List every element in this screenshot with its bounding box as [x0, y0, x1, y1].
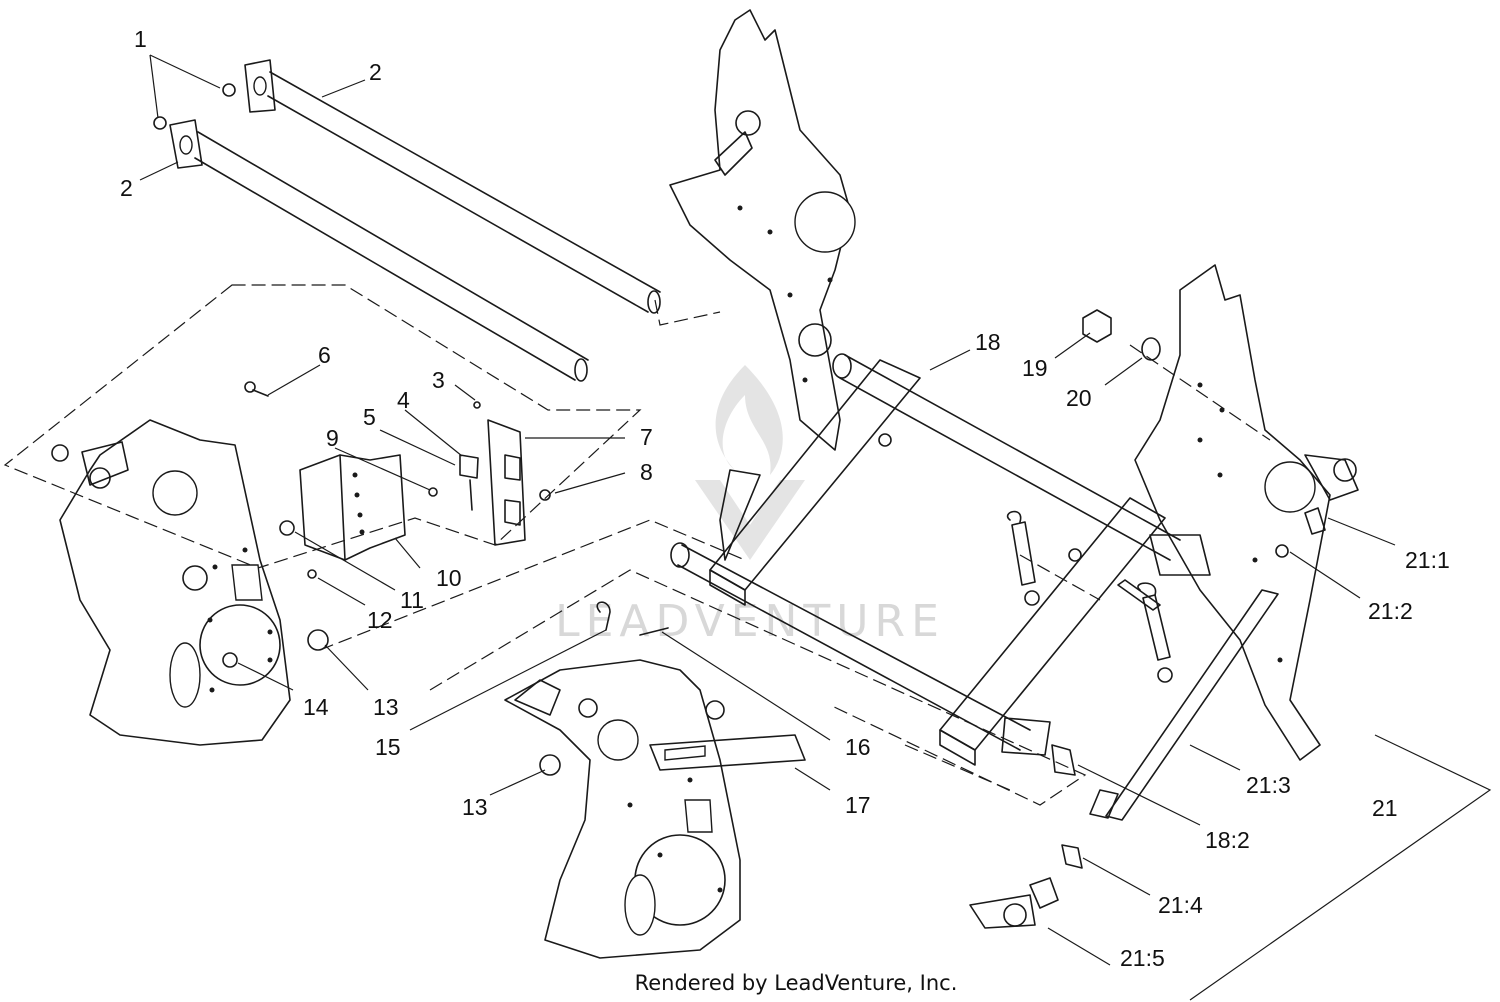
- nut-19: [1082, 309, 1112, 343]
- watermark-flame-icon: [715, 365, 783, 475]
- callout-16: 16: [845, 734, 871, 760]
- callout-15: 15: [375, 734, 401, 760]
- callout-7: 7: [640, 424, 653, 450]
- assembly-dash-lines: [3, 284, 1271, 806]
- callout-3: 3: [432, 367, 445, 393]
- switch-5: [459, 454, 479, 479]
- bracket-10: [299, 454, 406, 561]
- spring-left: [1006, 510, 1040, 606]
- washer-13-left: [307, 629, 329, 651]
- callout-10: 10: [436, 565, 462, 591]
- lower-center-plate: [504, 659, 741, 959]
- upper-center-plate: [669, 9, 856, 451]
- callout-20: 20: [1066, 385, 1092, 411]
- shaft-lower: [169, 119, 589, 382]
- right-side-plate: [1134, 264, 1359, 761]
- nut-11: [279, 520, 295, 536]
- callout-4: 4: [397, 387, 410, 413]
- watermark: LEADVENTURE: [555, 365, 945, 647]
- nut-upper: [222, 83, 236, 97]
- callout-14: 14: [303, 694, 329, 720]
- callout-18-2: 18:2: [1205, 827, 1250, 853]
- bracket-21: [1189, 734, 1492, 1001]
- shaft-upper: [244, 59, 661, 314]
- callout-21-4: 21:4: [1158, 892, 1203, 918]
- callout-21-5: 21:5: [1120, 945, 1165, 971]
- bolt-6: [244, 381, 269, 397]
- bushing-18-2: [1051, 744, 1076, 776]
- callout-2-lower: 2: [120, 175, 133, 201]
- screw-12: [307, 569, 317, 579]
- callout-19: 19: [1022, 355, 1048, 381]
- leader-lines: [139, 54, 1396, 966]
- callout-13-left: 13: [373, 694, 399, 720]
- callout-1: 1: [134, 26, 147, 52]
- screw-9: [428, 487, 438, 497]
- watermark-text: LEADVENTURE: [555, 596, 945, 647]
- callout-labels: 1 2 2 3 4 5 6 7 8 9 10 11 12 13 13 14 15…: [120, 26, 1450, 971]
- nut-lower: [153, 116, 167, 130]
- rod-end-21-5: [969, 877, 1059, 929]
- callout-5: 5: [363, 404, 376, 430]
- part-4: [469, 479, 473, 511]
- callout-21-2: 21:2: [1368, 598, 1413, 624]
- render-credit: Rendered by LeadVenture, Inc.: [635, 971, 958, 995]
- main-frame-18: [670, 353, 1211, 766]
- callout-21-3: 21:3: [1246, 772, 1291, 798]
- callout-13-right: 13: [462, 794, 488, 820]
- callout-6: 6: [318, 342, 331, 368]
- adjuster-21-1: [1304, 507, 1326, 535]
- washer-13-right: [539, 754, 561, 776]
- nut-21-4: [1061, 844, 1083, 869]
- callout-9: 9: [326, 425, 339, 451]
- nut-21-2: [1275, 544, 1289, 558]
- clip-15: [596, 601, 611, 631]
- pin-right: [1117, 579, 1161, 611]
- spring-right: [1137, 582, 1173, 683]
- pin-16: [639, 627, 669, 636]
- callout-2-upper: 2: [369, 59, 382, 85]
- link-17: [649, 734, 806, 771]
- callout-12: 12: [367, 607, 393, 633]
- callout-11: 11: [400, 587, 424, 613]
- callout-18: 18: [975, 329, 1001, 355]
- bracket-7: [487, 419, 526, 546]
- callout-21-1: 21:1: [1405, 547, 1450, 573]
- screw-3: [473, 401, 481, 409]
- washer-8: [539, 489, 551, 501]
- rod-21-3: [1089, 589, 1279, 821]
- callout-17: 17: [845, 792, 871, 818]
- washer-20: [1141, 337, 1161, 361]
- watermark-chevron-icon: [695, 480, 805, 560]
- left-side-plate: [51, 419, 291, 746]
- callout-8: 8: [640, 459, 653, 485]
- callout-21: 21: [1372, 795, 1398, 821]
